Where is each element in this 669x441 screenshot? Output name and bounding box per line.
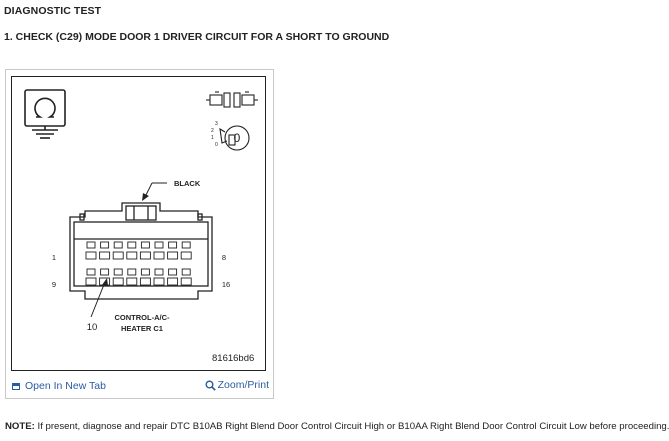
terminal-cavity-pin-5 xyxy=(139,251,151,260)
connector-label-line1: CONTROL-A/C- xyxy=(115,313,170,322)
ignition-off-icon xyxy=(219,125,250,151)
figure-id: 81616bd6 xyxy=(212,353,254,364)
zoom-print-label: Zoom/Print xyxy=(217,379,269,391)
terminal-cavity-pin-7 xyxy=(167,251,179,260)
open-in-new-tab-label: Open In New Tab xyxy=(25,380,106,392)
terminal-cavity-latch xyxy=(86,241,96,249)
terminal-cavity-pin-15 xyxy=(167,277,179,286)
pin-label-9: 9 xyxy=(52,280,56,289)
connector-label-line2: HEATER C1 xyxy=(121,324,163,333)
terminal-cavity-latch xyxy=(127,268,137,276)
connector-diagram-svg: 0 3 2 1 0 BLACK 1 xyxy=(24,89,258,364)
terminal-cavity-pin-14 xyxy=(153,277,165,286)
callout-black-label: BLACK xyxy=(174,179,201,188)
pin-label-1: 1 xyxy=(52,253,56,262)
terminal-cavity-latch xyxy=(154,268,164,276)
terminal-cavity-latch xyxy=(127,241,137,249)
meter-scale-3: 3 xyxy=(215,121,218,127)
magnifier-icon xyxy=(205,380,216,391)
terminal-cavity-latch xyxy=(100,241,110,249)
step-title: 1. CHECK (C29) MODE DOOR 1 DRIVER CIRCUI… xyxy=(4,31,390,43)
terminal-cavity-pin-9 xyxy=(85,277,97,286)
terminal-cavity-latch xyxy=(140,268,150,276)
meter-scale-0: 0 xyxy=(215,142,218,148)
zoom-print-link[interactable]: Zoom/Print xyxy=(205,379,269,391)
terminal-cavity-pin-4 xyxy=(126,251,138,260)
terminal-cavity-latch xyxy=(154,241,164,249)
pin-label-10: 10 xyxy=(87,322,98,333)
meter-scale-2: 2 xyxy=(211,128,214,134)
connector-disconnected-icon xyxy=(206,91,258,108)
note-label: NOTE: xyxy=(5,421,35,432)
terminal-cavity-latch xyxy=(140,241,150,249)
ohmmeter-icon xyxy=(24,89,66,139)
terminal-cavity-pin-1 xyxy=(85,251,97,260)
terminal-cavity-latch xyxy=(113,268,123,276)
page-heading: DIAGNOSTIC TEST xyxy=(4,5,102,17)
terminal-cavity-pin-12 xyxy=(126,277,138,286)
terminal-cavity-pin-2 xyxy=(99,251,111,260)
open-in-new-tab-link[interactable]: Open In New Tab xyxy=(12,380,106,392)
new-tab-icon xyxy=(12,382,20,390)
pin-10-leader xyxy=(90,281,106,318)
terminal-cavity-latch xyxy=(168,241,178,249)
connector-housing xyxy=(69,202,213,300)
terminal-cavity-pin-13 xyxy=(139,277,151,286)
terminal-cavity-pin-6 xyxy=(153,251,165,260)
terminal-cavity-pin-11 xyxy=(112,277,124,286)
meter-reading: 0 xyxy=(234,131,241,145)
terminal-cavity-pin-8 xyxy=(180,251,192,260)
terminal-cavity-latch xyxy=(113,241,123,249)
pin-label-16: 16 xyxy=(222,280,230,289)
figure-frame: 0 3 2 1 0 BLACK 1 xyxy=(5,69,274,399)
wiring-diagram[interactable]: 0 3 2 1 0 BLACK 1 xyxy=(11,76,266,371)
terminal-cavity-latch xyxy=(181,241,191,249)
terminal-cavity-latch xyxy=(181,268,191,276)
terminal-cavity-latch xyxy=(100,268,110,276)
figure-actions: Open In New Tab Zoom/Print xyxy=(6,376,273,394)
terminal-cavities xyxy=(85,241,192,286)
meter-scale-1: 1 xyxy=(211,135,214,141)
terminal-cavity-pin-3 xyxy=(112,251,124,260)
note-paragraph: NOTE: If present, diagnose and repair DT… xyxy=(5,421,669,432)
terminal-cavity-pin-16 xyxy=(180,277,192,286)
terminal-cavity-latch xyxy=(86,268,96,276)
pin-label-8: 8 xyxy=(222,253,226,262)
note-text: If present, diagnose and repair DTC B10A… xyxy=(34,421,669,432)
terminal-cavity-latch xyxy=(168,268,178,276)
